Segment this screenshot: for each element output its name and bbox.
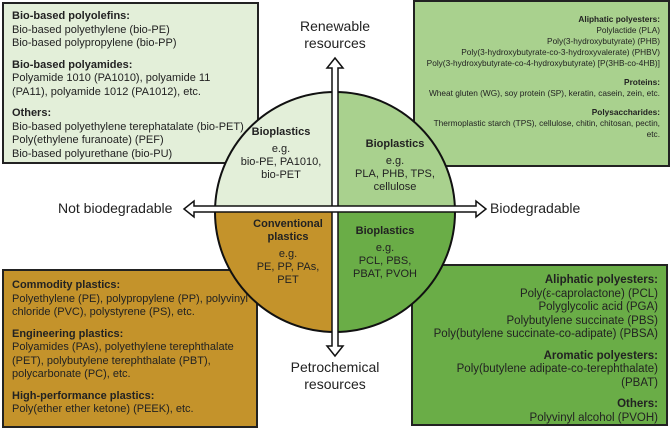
polymer-item: Bio-based polyurethane (bio-PU) [12,147,173,160]
polymer-item: Poly(3-hydroxybutyrate) (PHB) [547,36,660,46]
section-heading: Aliphatic polyesters: [578,14,660,24]
polymer-item: Polyamides (PAs), polyethylene terephtha… [12,341,234,380]
polymer-item: Poly(ε-caprolactone) (PCL) [519,287,658,300]
polymer-item: Polybutylene succinate (PBS) [506,314,659,327]
section-heading: Others: [617,398,658,410]
section-heading: Commodity plastics: [12,279,121,291]
polymer-item: Polyvinyl alcohol (PVOH) [529,411,658,424]
polymer-item: Polylactide (PLA) [596,25,660,35]
polymer-item: Poly(ether ether ketone) (PEEK), etc. [12,403,194,415]
polymer-item: Wheat gluten (WG), soy protein (SP), ker… [428,88,660,98]
section-heading: Others: [12,107,52,119]
bio-based-non-biodegradable-box: Bio-based polyolefins:Bio-based polyethy… [2,2,259,164]
bio-based-biodegradable-box: Aliphatic polyesters:Polylactide (PLA)Po… [413,0,670,167]
horizontal-double-arrow [182,199,488,219]
polymer-item: Poly(3-hydroxybutyrate-co-3-hydroxyvaler… [461,47,660,57]
polymer-item: Bio-based polypropylene (bio-PP) [12,37,177,49]
section-heading: Bio-based polyamides: [12,58,133,71]
petro-based-biodegradable-box: Aliphatic polyesters:Poly(ε-caprolactone… [411,264,668,426]
polymer-item: Poly(butylene succinate-co-adipate) (PBS… [433,328,658,340]
section-heading: Aliphatic polyesters: [544,274,658,286]
polymer-item: Polyglycolic acid (PGA) [538,301,658,313]
not-biodegradable-label: Not biodegradable [58,200,173,216]
petro-based-non-biodegradable-box: Commodity plastics:Polyethylene (PE), po… [2,269,258,428]
section-heading: Aromatic polyesters: [543,349,658,362]
biodegradable-label: Biodegradable [490,200,581,216]
polymer-item: Poly(butylene adipate-co-terephthalate) … [456,363,658,389]
polymer-item: Poly(ethylene furanoate) (PEF) [12,134,164,146]
section-heading: High-performance plastics: [12,389,155,402]
section-heading: Engineering plastics: [12,327,124,340]
polymer-item: Bio-based polyethylene terephatalate (bi… [12,120,244,133]
section-heading: Bio-based polyolefins: [12,10,130,22]
section-heading: Proteins: [624,77,660,87]
polymer-item: Bio-based polyethylene (bio-PE) [12,23,170,36]
polymer-item: Polyethylene (PE), polypropylene (PP), p… [12,292,249,319]
polymer-item: Thermoplastic starch (TPS), cellulose, c… [433,118,660,139]
section-heading: Polysaccharides: [591,107,660,117]
polymer-item: Polyamide 1010 (PA1010), polyamide 11 (P… [12,72,211,98]
polymer-item: Poly(3-hydroxybutyrate-co-4-hydroxybutyr… [426,58,660,68]
